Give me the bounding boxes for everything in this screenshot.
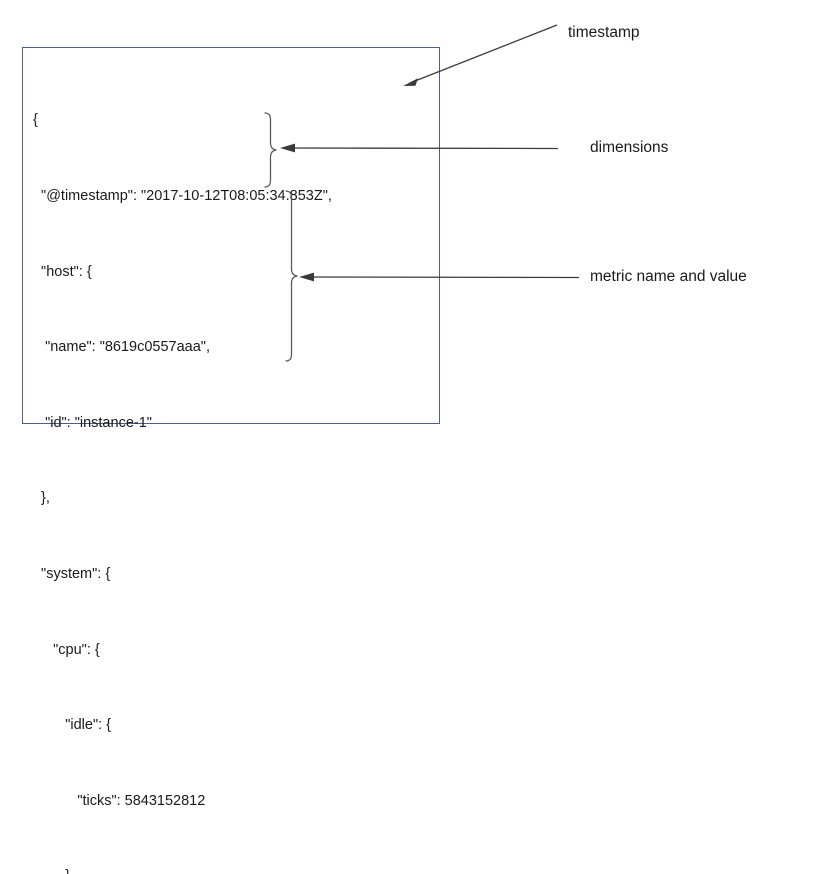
json-line-host-id: "id": "instance-1" xyxy=(33,414,152,431)
json-line-idle-close: }, xyxy=(33,864,332,874)
annotation-label-dimensions: dimensions xyxy=(590,139,669,156)
annotation-label-timestamp: timestamp xyxy=(568,24,640,41)
annotation-label-metric: metric name and value xyxy=(590,268,747,285)
json-line-idle-open: "idle": { xyxy=(33,717,111,734)
json-line-host-name: "name": "8619c0557aaa", xyxy=(33,339,210,356)
json-line-ticks: "ticks": 5843152812 xyxy=(33,792,206,809)
json-line-system-open: "system": { xyxy=(33,565,111,582)
json-record-box: { "@timestamp": "2017-10-12T08:05:34.853… xyxy=(22,47,440,874)
json-line-timestamp: "@timestamp": "2017-10-12T08:05:34.853Z"… xyxy=(33,188,332,204)
json-line-host-close: }, xyxy=(33,490,50,507)
json-line-host-open: "host": { xyxy=(33,263,92,280)
json-code-block: { "@timestamp": "2017-10-12T08:05:34.853… xyxy=(33,58,332,874)
json-line: { xyxy=(33,112,38,129)
json-line-cpu-open: "cpu": { xyxy=(33,641,100,658)
